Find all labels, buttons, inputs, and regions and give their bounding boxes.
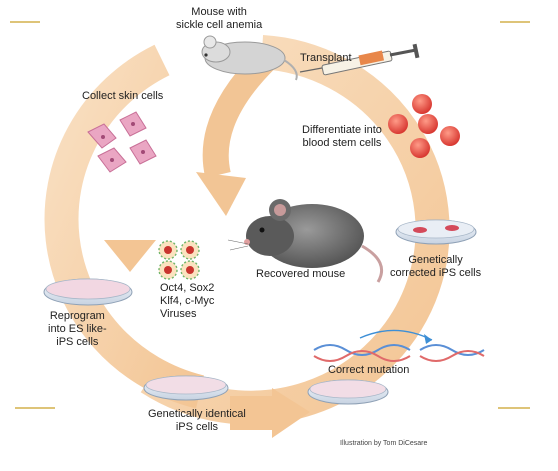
label-differentiate: Differentiate into blood stem cells [302, 124, 382, 149]
cycle-arrow [44, 35, 450, 438]
petri-dish-corrected [395, 219, 477, 245]
dna-strands [313, 329, 485, 362]
label-mouse-sickle-cell: Mouse with sickle cell anemia [176, 6, 263, 31]
label-collect-skin-cells: Collect skin cells [82, 90, 164, 102]
sickle-mouse-illustration [201, 35, 298, 81]
petri-dish-identical [143, 375, 229, 401]
petri-dish-reprogram [43, 278, 133, 306]
syringe-illustration [299, 43, 420, 76]
blood-stem-cells [388, 94, 460, 158]
recovered-mouse-illustration [227, 199, 383, 283]
skin-cells [87, 111, 157, 173]
cycle-arrowhead [272, 388, 310, 438]
label-reprogram: Reprogram into ES like- iPS cells [48, 310, 107, 348]
label-genetically-identical: Genetically identical iPS cells [148, 408, 246, 433]
corner-rules [10, 21, 530, 409]
label-genetically-corrected: Genetically corrected iPS cells [390, 254, 482, 279]
illustration-credit: Illustration by Tom DiCesare [340, 440, 428, 447]
inner-arrow [196, 50, 275, 216]
label-recovered-mouse: Recovered mouse [256, 268, 346, 280]
petri-dish-mutation [307, 379, 389, 405]
label-reprogramming-factors: Oct4, Sox2 Klf4, c-Myc Viruses [160, 282, 215, 320]
label-correct-mutation: Correct mutation [328, 364, 410, 376]
virus-particles [158, 240, 200, 280]
cycle-arrowhead-left [104, 240, 156, 272]
label-transplant: Transplant [300, 52, 352, 64]
